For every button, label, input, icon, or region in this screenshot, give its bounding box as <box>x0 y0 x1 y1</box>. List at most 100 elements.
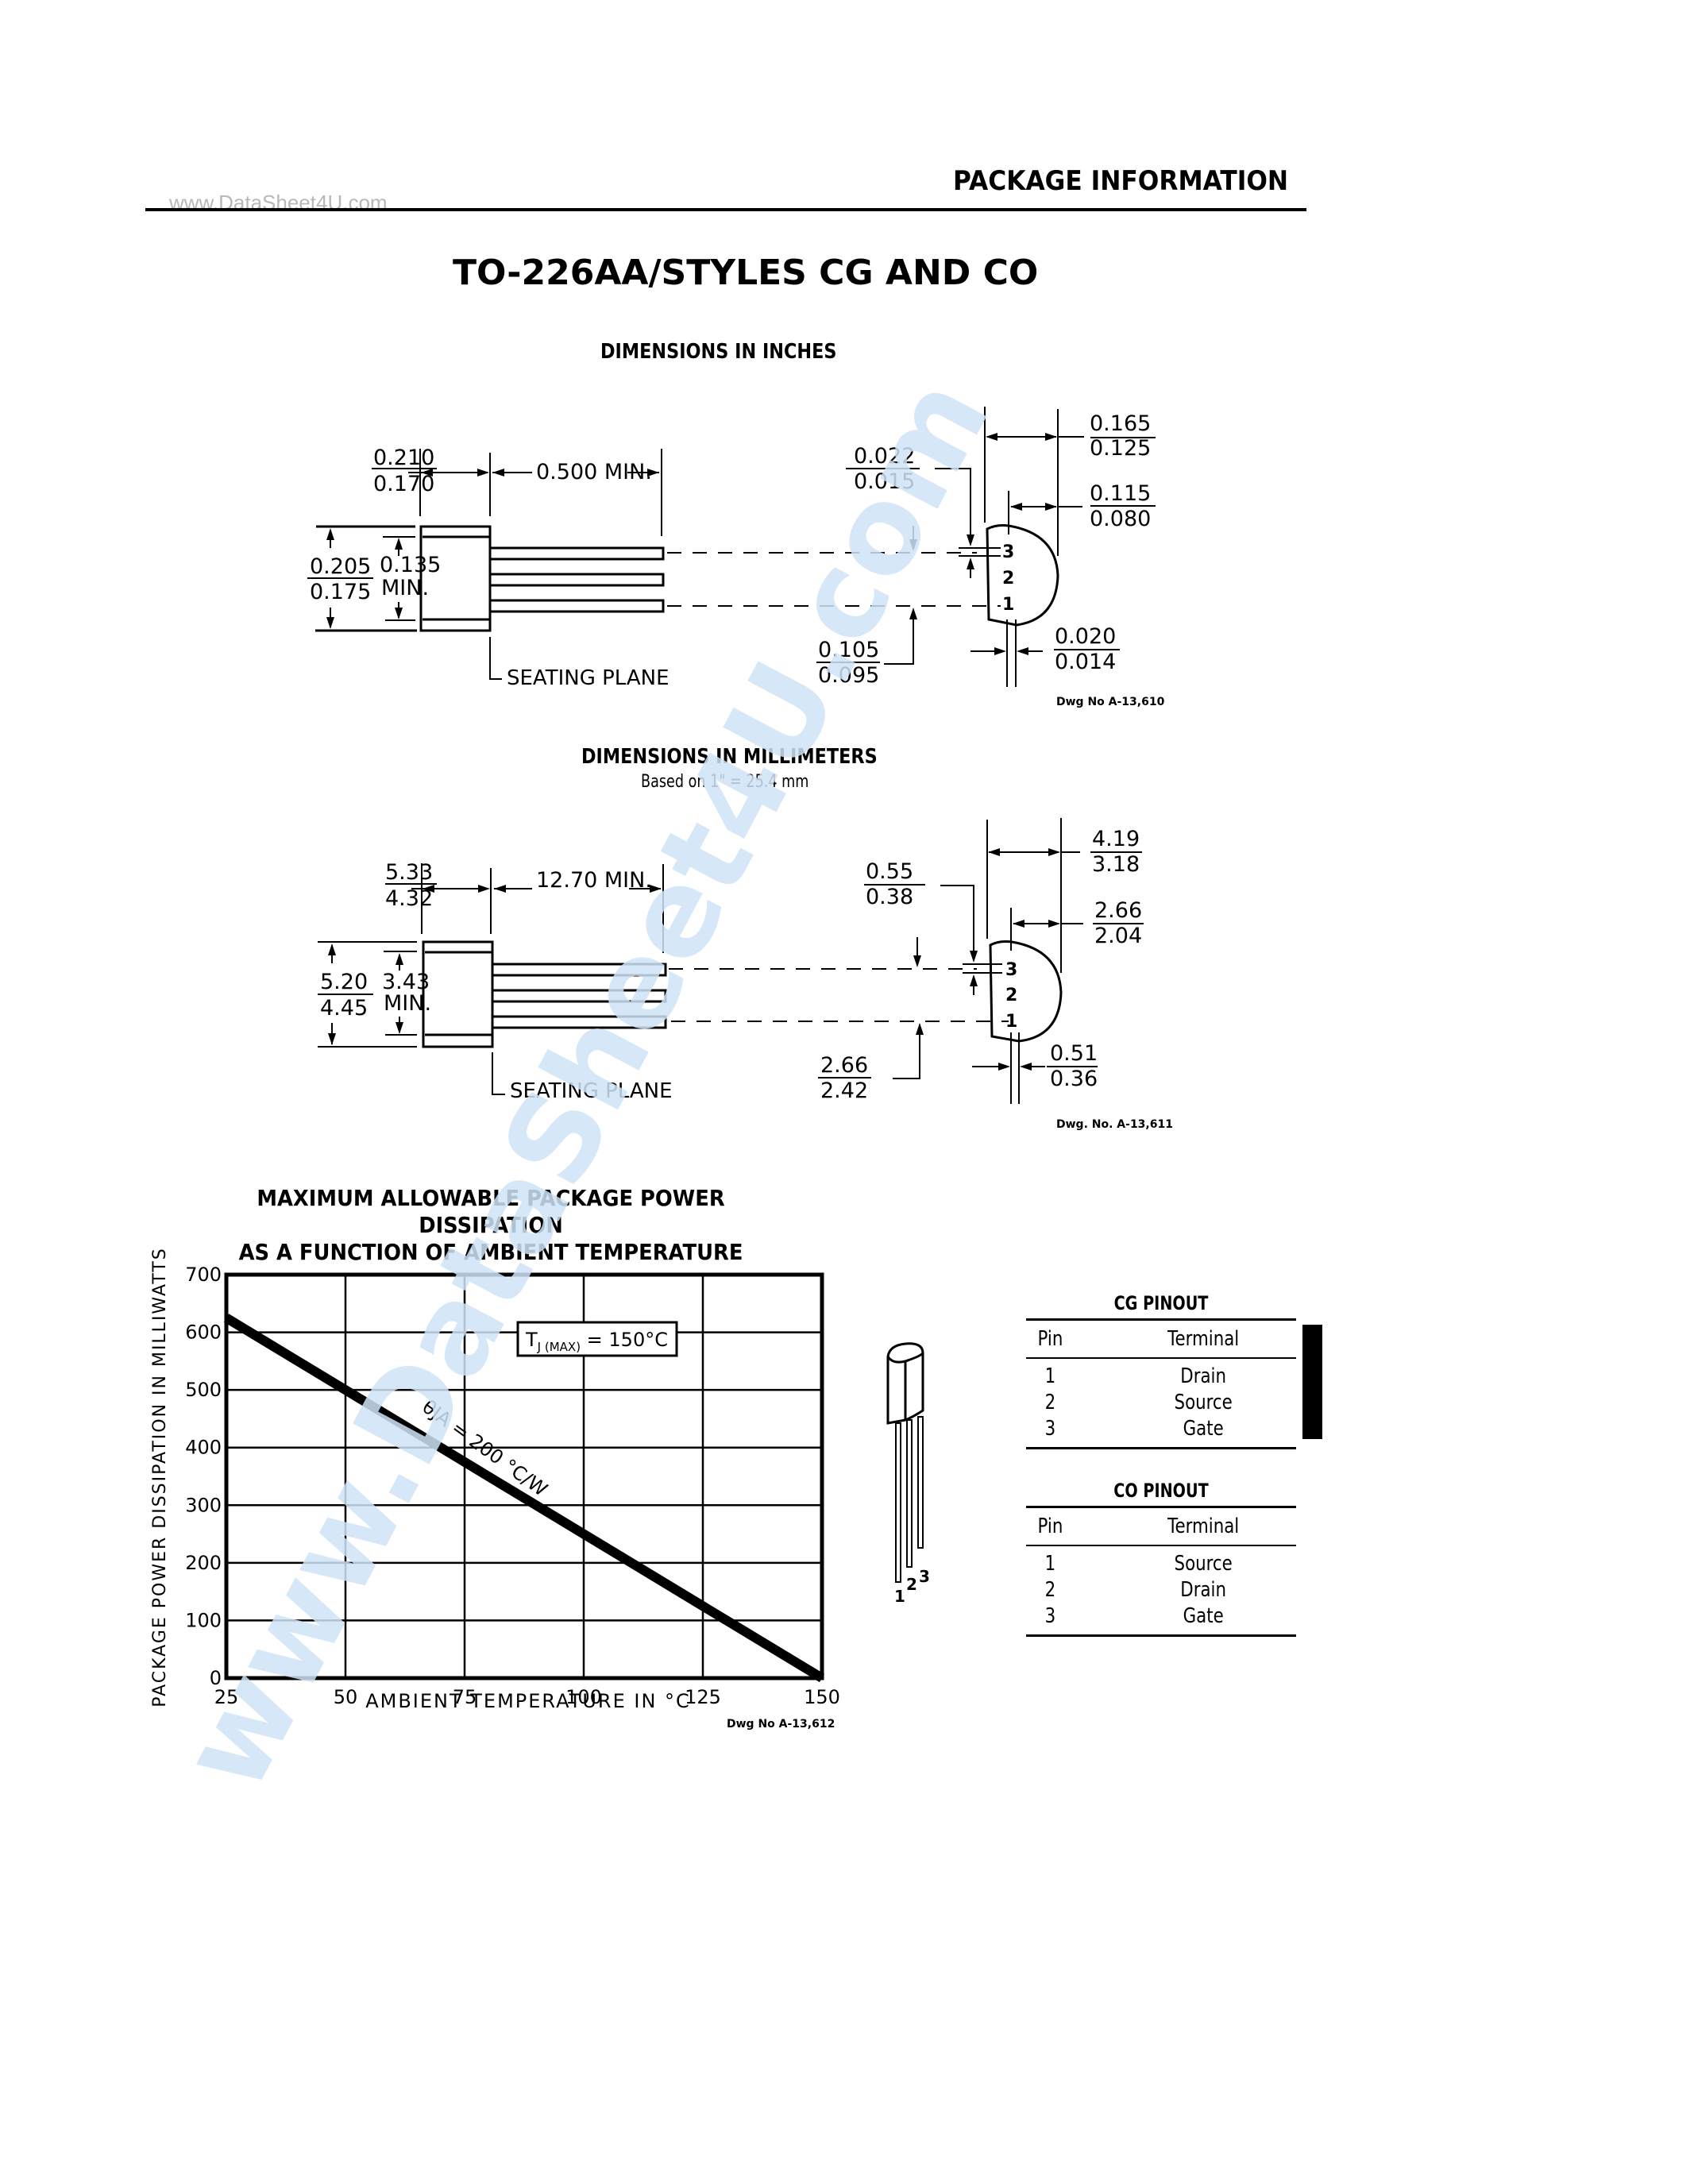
pin-label-1: 1 <box>1002 595 1014 615</box>
y-tick-label: 200 <box>185 1552 222 1574</box>
chart-drawing-number: Dwg No A-13,612 <box>727 1718 835 1731</box>
y-tick-label: 0 <box>210 1667 222 1689</box>
body-depth-max: 0.165 <box>1090 411 1151 436</box>
drawing-number: Dwg. No. A-13,611 <box>1056 1118 1173 1131</box>
min-height-value: 3.43 <box>382 970 430 994</box>
lead-width-max: 0.51 <box>1050 1041 1098 1066</box>
min-height-suffix: MIN. <box>381 576 429 600</box>
lead-thickness-min: 0.015 <box>854 469 915 494</box>
tj-max-box <box>516 1321 678 1357</box>
lead-spacing-max: 2.66 <box>820 1053 868 1078</box>
x-tick-label: 75 <box>453 1686 477 1708</box>
page-edge-tab <box>1302 1325 1322 1439</box>
y-tick-label: 100 <box>185 1609 222 1631</box>
pin-label-2: 2 <box>1005 986 1017 1005</box>
body-depth-min: 3.18 <box>1092 852 1140 877</box>
y-axis-label: PACKAGE POWER DISSIPATION IN MILLIWATTS <box>150 1247 170 1707</box>
x-tick-label: 25 <box>214 1686 239 1708</box>
body-width-max: 0.210 <box>373 446 434 470</box>
lead-thickness-min: 0.38 <box>866 885 913 909</box>
y-tick-label: 300 <box>185 1494 222 1516</box>
table-header: Pin Terminal <box>1026 1508 1248 1545</box>
chart-title-line-2: AS A FUNCTION OF AMBIENT TEMPERATURE <box>238 1239 743 1265</box>
plot-frame <box>224 1272 824 1680</box>
table-rule <box>1026 1545 1296 1546</box>
lead-width-max: 0.020 <box>1055 624 1116 649</box>
mm-drawing-heading: DIMENSIONS IN MILLIMETERS <box>581 745 878 769</box>
icon-pin-1: 1 <box>894 1587 905 1606</box>
lead-thickness-max: 0.022 <box>854 444 915 469</box>
power-dissipation-chart: 0 100 200 300 400 500 600 700 25 50 75 100 125 150 P… <box>150 1247 840 1731</box>
table-rule <box>1026 1318 1296 1321</box>
chart-title-line-1: MAXIMUM ALLOWABLE PACKAGE POWER DISSIPAT… <box>257 1185 725 1238</box>
body-height-max: 5.20 <box>320 970 368 994</box>
lead-length: 12.70 MIN. <box>536 868 652 893</box>
flat-to-center-min: 2.04 <box>1094 924 1142 948</box>
lead-width-min: 0.36 <box>1050 1067 1098 1091</box>
flat-to-center-max: 2.66 <box>1094 898 1142 923</box>
co-pinout-title: CO PINOUT <box>1113 1480 1209 1502</box>
section-label: PACKAGE INFORMATION <box>953 165 1289 197</box>
y-tick-label: 500 <box>185 1379 222 1401</box>
lead-spacing-min: 0.095 <box>818 663 879 688</box>
inch-dimension-drawing: 0.210 0.170 0.500 MIN. 0.022 0.015 0.165… <box>307 407 1165 708</box>
lead-spacing-min: 2.42 <box>820 1078 868 1103</box>
to92-package-icon: 1 2 3 <box>886 1342 930 1606</box>
header-pin: Pin <box>1037 1327 1063 1351</box>
table-rule <box>1026 1506 1296 1508</box>
lead-thickness-max: 0.55 <box>866 859 913 884</box>
body-width-min: 4.32 <box>385 886 433 911</box>
x-tick-label: 125 <box>685 1686 721 1708</box>
body-depth-max: 4.19 <box>1092 827 1140 851</box>
page-title: TO-226AA/STYLES CG AND CO <box>453 253 1039 293</box>
mm-conversion-note: Based on 1" = 25.4 mm <box>641 772 809 792</box>
table-rule <box>1026 1634 1296 1637</box>
watermark-url: www.DataSheet4U.com <box>169 191 388 214</box>
theta-ja-line <box>223 1314 825 1683</box>
flat-to-center-min: 0.080 <box>1090 507 1151 531</box>
seating-plane-label: SEATING PLANE <box>507 666 669 690</box>
body-height-min: 4.45 <box>320 996 368 1021</box>
header-pin: Pin <box>1037 1515 1063 1538</box>
min-height-suffix: MIN. <box>384 991 431 1016</box>
body-height-max: 0.205 <box>310 554 371 579</box>
y-tick-label: 600 <box>185 1322 222 1344</box>
chart-title: MAXIMUM ALLOWABLE PACKAGE POWER DISSIPAT… <box>213 1185 768 1266</box>
table-rule <box>1026 1357 1296 1359</box>
x-tick-label: 100 <box>565 1686 602 1708</box>
min-height-value: 0.135 <box>380 553 441 577</box>
body-height-min: 0.175 <box>310 580 371 604</box>
drawing-number: Dwg No A-13,610 <box>1056 696 1165 708</box>
header-terminal: Terminal <box>1167 1515 1240 1538</box>
y-tick-label: 700 <box>185 1264 222 1286</box>
x-tick-label: 50 <box>334 1686 358 1708</box>
pin-label-2: 2 <box>1002 569 1014 588</box>
icon-pin-3: 3 <box>919 1567 930 1586</box>
seating-plane-label: SEATING PLANE <box>510 1079 673 1103</box>
body-width-min: 0.170 <box>373 472 434 496</box>
mm-dimension-drawing: 5.33 4.32 12.70 MIN. 0.55 0.38 4.19 3.18… <box>318 818 1173 1131</box>
cg-pinout-title: CG PINOUT <box>1113 1292 1209 1314</box>
y-tick-label: 400 <box>185 1437 222 1459</box>
icon-pin-2: 2 <box>906 1575 917 1594</box>
lead-length: 0.500 MIN. <box>536 460 652 484</box>
pin-label-3: 3 <box>1002 542 1014 562</box>
table-rule <box>1026 1447 1296 1449</box>
lead-spacing-max: 0.105 <box>818 638 879 662</box>
pin-label-1: 1 <box>1005 1012 1017 1032</box>
x-axis-label: AMBIENT TEMPERATURE IN °C <box>365 1690 691 1712</box>
table-header: Pin Terminal <box>1026 1321 1248 1357</box>
body-width-max: 5.33 <box>385 860 433 885</box>
x-tick-label: 150 <box>804 1686 840 1708</box>
header-terminal: Terminal <box>1167 1327 1240 1351</box>
inch-drawing-heading: DIMENSIONS IN INCHES <box>600 340 837 364</box>
tj-max-label: TJ (MAX) = 150°C <box>525 1329 668 1354</box>
